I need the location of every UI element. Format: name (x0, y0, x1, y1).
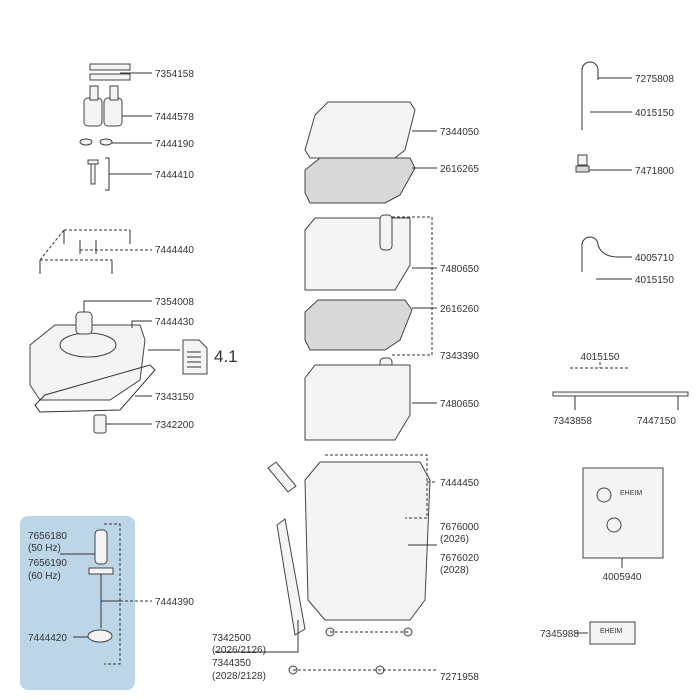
part-label: 7444578 (155, 112, 194, 123)
pack-brand: EHEIM (600, 628, 622, 635)
part-label: 7344050 (440, 127, 479, 138)
part-label: 4005940 (603, 572, 642, 583)
hose-brand: EHEIM (620, 490, 642, 497)
part-note: (2026) (440, 534, 469, 545)
document-reference: 4.1 (214, 347, 238, 366)
part-2616260-pad (304, 299, 413, 351)
part-label: 7444450 (440, 478, 479, 489)
part-label: 7656180 (28, 531, 67, 542)
part-label: 7444390 (155, 597, 194, 608)
part-7344050-grid (304, 101, 416, 159)
document-icon (182, 339, 208, 375)
part-note: (2026/2126) (212, 645, 266, 656)
part-label: 7447150 (637, 416, 676, 427)
part-label: 7271958 (440, 672, 479, 683)
part-label: 7354008 (155, 297, 194, 308)
part-label: 2616265 (440, 164, 479, 175)
part-7444440-screws (39, 229, 152, 274)
part-2616265-pad (304, 157, 416, 204)
part-label: 7480650 (440, 264, 479, 275)
part-label: 7345988 (540, 629, 579, 640)
part-7444410-screw (87, 157, 152, 191)
part-label: 4005710 (635, 253, 674, 264)
part-label: 7343390 (440, 351, 479, 362)
part-label: 7444430 (155, 317, 194, 328)
part-label: 4015150 (635, 108, 674, 119)
part-intake (276, 518, 306, 636)
part-label: 7354158 (155, 69, 194, 80)
part-note: (60 Hz) (28, 571, 61, 582)
part-clip (267, 461, 297, 493)
part-label: 7275808 (635, 74, 674, 85)
center-parts: 7344050 2616265 7480650 2616260 7343390 … (212, 101, 479, 683)
part-label: 2616260 (440, 304, 479, 315)
motor-box: 7656180 (50 Hz) 7656190 (60 Hz) 7444420 … (20, 516, 194, 690)
part-label: 4015150 (635, 275, 674, 286)
part-label: 7656190 (28, 558, 67, 569)
part-label: 7676000 (440, 522, 479, 533)
part-label: 7343858 (553, 416, 592, 427)
part-label: 7344350 (212, 658, 251, 669)
part-label: 7471800 (635, 166, 674, 177)
part-label: 7444420 (28, 633, 67, 644)
part-label: 7342500 (212, 633, 251, 644)
part-7354158-clip (89, 63, 152, 81)
part-label: 7343150 (155, 392, 194, 403)
part-note: (2028/2128) (212, 671, 266, 682)
part-canister (304, 461, 431, 621)
part-7480650-basket (304, 217, 411, 291)
left-parts: 7354158 7444578 7444190 7444410 7444440 … (29, 63, 238, 434)
part-label: 4015150 (581, 352, 620, 363)
part-7444190-orings (79, 138, 152, 146)
part-pump-head (29, 300, 180, 434)
part-label: 7480650 (440, 399, 479, 410)
part-label: 7444440 (155, 245, 194, 256)
right-parts: EHEIM EHEIM 7275808 4015150 7471800 4005… (540, 61, 689, 645)
lubricant-pack (589, 621, 636, 645)
part-label: 7444190 (155, 139, 194, 150)
part-label: 7676020 (440, 553, 479, 564)
part-label: 7342200 (155, 420, 194, 431)
part-label: 7444410 (155, 170, 194, 181)
part-note: (2028) (440, 565, 469, 576)
hose-box (582, 467, 664, 559)
part-7444578-valves (83, 85, 152, 127)
part-note: (50 Hz) (28, 543, 61, 554)
part-7480650-basket (304, 364, 411, 441)
